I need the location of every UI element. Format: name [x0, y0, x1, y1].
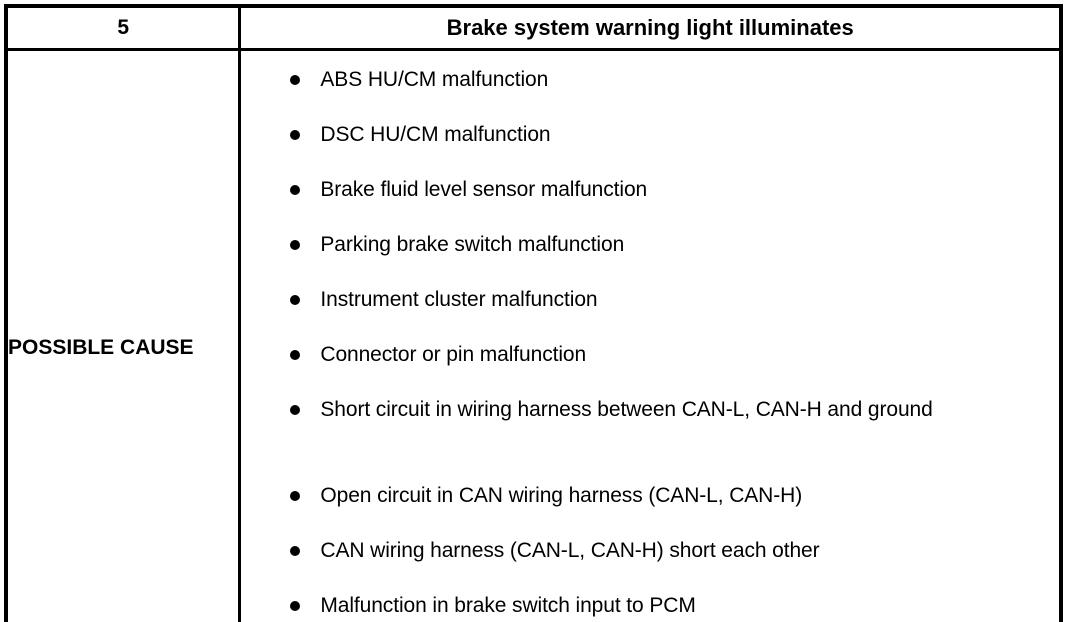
- list-item: ABS HU/CM malfunction: [241, 64, 1059, 119]
- list-item: Connector or pin malfunction: [241, 339, 1059, 394]
- filled-circle-bullet-icon: [290, 600, 301, 611]
- cause-text: CAN wiring harness (CAN-L, CAN-H) short …: [320, 538, 820, 562]
- cause-text: Connector or pin malfunction: [320, 342, 587, 366]
- cause-text: ABS HU/CM malfunction: [320, 67, 549, 91]
- list-item: Malfunction in brake switch input to PCM: [241, 590, 1059, 622]
- cause-text: Parking brake switch malfunction: [320, 232, 625, 256]
- cause-text: Open circuit in CAN wiring harness (CAN-…: [320, 483, 803, 507]
- dtc-possible-cause-table: 5 Brake system warning light illuminates…: [4, 4, 1063, 622]
- dtc-code-cell: 5: [6, 6, 242, 51]
- list-item: Parking brake switch malfunction: [241, 229, 1059, 284]
- table-header-row: 5 Brake system warning light illuminates: [6, 6, 1061, 51]
- list-item: Instrument cluster malfunction: [241, 284, 1059, 339]
- filled-circle-bullet-icon: [290, 490, 301, 501]
- filled-circle-bullet-icon: [290, 184, 301, 195]
- filled-circle-bullet-icon: [290, 349, 301, 360]
- filled-circle-bullet-icon: [290, 74, 301, 85]
- cause-list: ABS HU/CM malfunction DSC HU/CM malfunct…: [241, 51, 1059, 622]
- list-item: Open circuit in CAN wiring harness (CAN-…: [241, 480, 1059, 535]
- filled-circle-bullet-icon: [290, 239, 301, 250]
- possible-cause-label: POSSIBLE CAUSE: [6, 49, 242, 622]
- cause-text: Short circuit in wiring harness between …: [320, 397, 933, 421]
- possible-cause-row: POSSIBLE CAUSE ABS HU/CM malfunction DSC…: [6, 49, 1061, 622]
- list-item: Brake fluid level sensor malfunction: [241, 174, 1059, 229]
- list-item: Short circuit in wiring harness between …: [241, 394, 1059, 480]
- filled-circle-bullet-icon: [290, 294, 301, 305]
- possible-cause-cell: ABS HU/CM malfunction DSC HU/CM malfunct…: [239, 49, 1061, 622]
- cause-text: DSC HU/CM malfunction: [320, 122, 551, 146]
- filled-circle-bullet-icon: [290, 129, 301, 140]
- filled-circle-bullet-icon: [290, 404, 301, 415]
- list-item: CAN wiring harness (CAN-L, CAN-H) short …: [241, 535, 1059, 590]
- cause-text: Instrument cluster malfunction: [320, 287, 598, 311]
- filled-circle-bullet-icon: [290, 545, 301, 556]
- cause-text: Brake fluid level sensor malfunction: [320, 177, 648, 201]
- cause-text: Malfunction in brake switch input to PCM: [320, 593, 696, 617]
- dtc-title-cell: Brake system warning light illuminates: [239, 6, 1061, 51]
- list-item: DSC HU/CM malfunction: [241, 119, 1059, 174]
